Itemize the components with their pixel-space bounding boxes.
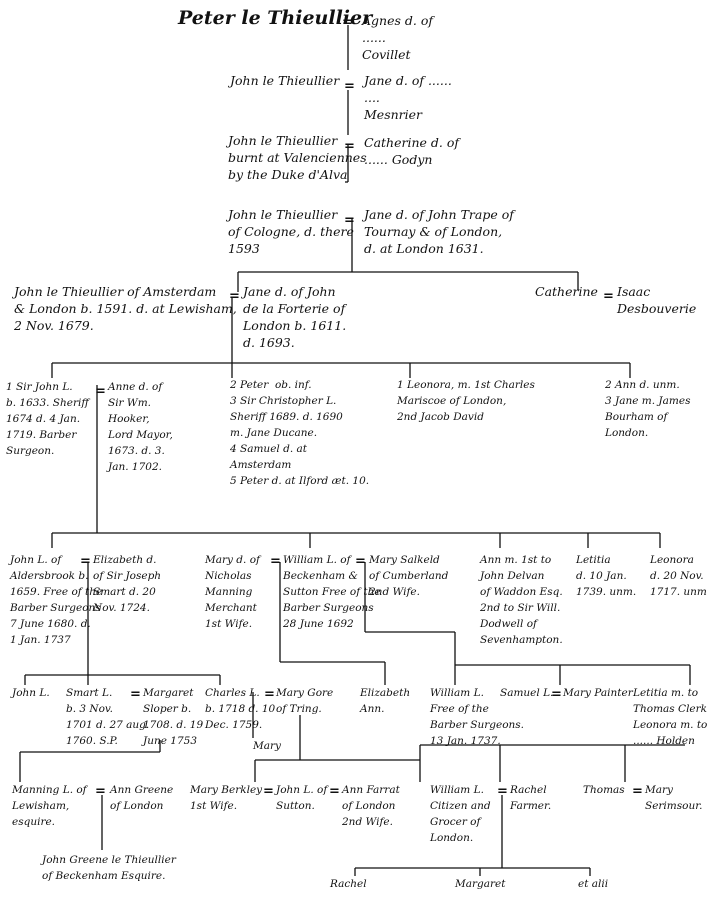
john-le-thieullier-gen3: John le Thieullier burnt at Valenciennes… [228,133,367,182]
charles-l: Charles L. b. 1718 d. 10 Dec. 1759. [205,687,276,731]
john-le-thieullier-gen2: John le Thieullier [230,73,340,88]
marriage-sign: = [264,687,275,702]
younger-sons: 2 Peter ob. inf. 3 Sir Christopher L. Sh… [230,379,370,487]
john-greene-le-thieullier: John Greene le Thieullier of Beckenham E… [42,854,176,882]
marriage-sign: = [497,784,508,799]
margaret-gen10: Margaret [455,878,506,890]
marriage-sign: = [344,139,355,154]
mary-child: Mary [253,740,281,752]
john-le-thieullier-gen4: John le Thieullier of Cologne, d. there … [228,207,354,256]
peter-le-thieullier: Peter le Thieullier [178,7,373,29]
john-le-thieullier-amsterdam: John le Thieullier of Amsterdam & London… [14,284,237,333]
marriage-sign: = [130,687,141,702]
mary-berkley: Mary Berkley 1st Wife. [190,784,263,812]
elizabeth-ann: Elizabeth Ann. [360,687,411,715]
marriage-sign: = [95,784,106,799]
catherine: Catherine [535,284,598,299]
marriage-sign: = [329,784,340,799]
marriage-sign: = [342,15,353,30]
marriage-sign: = [344,79,355,94]
marriage-sign: = [632,784,643,799]
ann-and-jane: 2 Ann d. unm. 3 Jane m. James Bourham of… [605,379,691,439]
sir-john-l: 1 Sir John L. b. 1633. Sheriff 1674 d. 4… [6,381,89,457]
ann-delvan: Ann m. 1st to John Delvan of Waddon Esq.… [480,554,563,646]
mary-serimsour: Mary Serimsour. [645,784,703,812]
margaret-sloper: Margaret Sloper b. 1708. d. 19 June 1753 [143,687,204,747]
john-l-gen8: John L. [12,687,50,699]
et-alii: et alii [578,878,609,890]
anne-hooker: Anne d. of Sir Wm. Hooker, Lord Mayor, 1… [108,381,173,473]
marriage-sign: = [229,289,240,304]
marriage-sign: = [270,554,281,569]
smart-l: Smart L. b. 3 Nov. 1701 d. 27 aug. 1760.… [66,687,150,747]
mary-gore: Mary Gore of Tring. [276,687,334,715]
leonora-gen7: Leonora d. 20 Nov. 1717. unm. [650,554,707,598]
agnes-covillet: Agnes d. of ...... Covillet [362,13,433,62]
william-l-grocer: William L. Citizen and Grocer of London. [430,784,491,844]
marriage-sign: = [551,687,562,702]
jane-mesnrier: Jane d. of ...... .... Mesnrier [364,73,452,122]
mary-manning: Mary d. of Nicholas Manning Merchant 1st… [205,554,260,630]
letitia-gen7: Letitia d. 10 Jan. 1739. unm. [576,554,637,598]
mary-painter: Mary Painter [563,687,633,699]
marriage-sign: = [80,554,91,569]
marriage-sign: = [355,554,366,569]
thomas: Thomas [583,784,625,796]
marriage-sign: = [344,213,355,228]
marriage-sign: = [603,289,614,304]
letitia-leonora-marriages: Letitia m. to Thomas Clerk Leonora m. to… [633,687,707,747]
john-l-aldersbrook: John L. of Aldersbrook b. 1659. Free of … [10,554,103,646]
isaac-desbouverie: Isaac Desbouverie [617,284,697,316]
elizabeth-smart: Elizabeth d. of Sir Joseph Smart d. 20 N… [93,554,162,614]
jane-de-la-forterie: Jane d. of John de la Forterie of London… [243,284,347,350]
ann-farrat: Ann Farrat of London 2nd Wife. [342,784,400,828]
marriage-sign: = [95,384,106,399]
marriage-sign: = [263,784,274,799]
leonora-mariscoe: 1 Leonora, m. 1st Charles Mariscoe of Lo… [397,379,535,423]
william-l-beckenham: William L. of Beckenham & Sutton Free of… [283,554,381,630]
rachel-gen10: Rachel [330,878,367,890]
mary-salkeld: Mary Salkeld of Cumberland 2nd Wife. [369,554,449,598]
jane-trape: Jane d. of John Trape of Tournay & of Lo… [364,207,514,256]
catherine-godyn: Catherine d. of ...... Godyn [364,135,459,167]
manning-l: Manning L. of Lewisham, esquire. [12,784,87,828]
ann-greene: Ann Greene of London [110,784,174,812]
john-l-sutton: John L. of Sutton. [276,784,328,812]
william-l-gen8: William L. Free of the Barber Surgeons. … [430,687,525,747]
rachel-farmer: Rachel Farmer. [510,784,552,812]
samuel-l: Samuel L. [500,687,554,699]
